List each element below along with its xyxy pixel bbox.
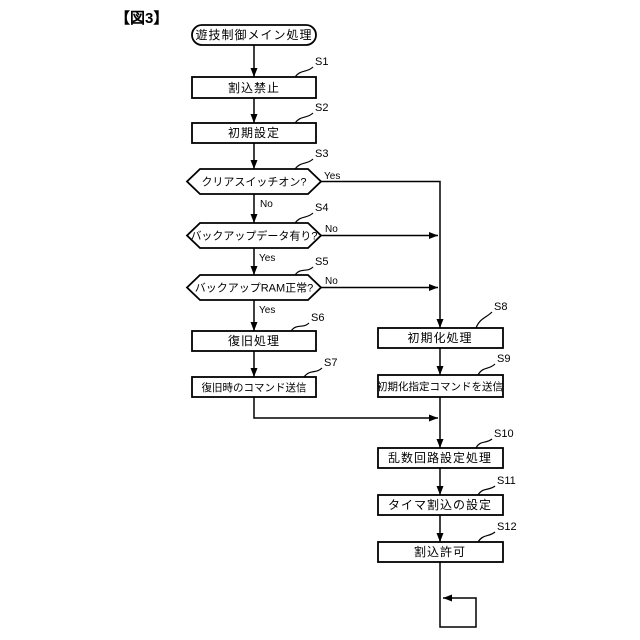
branch-label-s3-no: No [260, 199, 273, 210]
arrow-s3-yes-to-s8 [321, 180, 444, 328]
step-ref-s1: S1 [315, 56, 328, 68]
leader-s12 [477, 531, 496, 543]
leader-s7 [303, 367, 323, 378]
leader-s11 [477, 485, 496, 496]
step-ref-s6: S6 [311, 312, 324, 324]
process-box-s6 [191, 330, 317, 352]
node-s10-label: 乱数回路設定処理 [388, 450, 492, 465]
node-s12-label: 割込許可 [414, 544, 466, 559]
leader-s9 [477, 363, 496, 376]
node-s4: バックアップデータ有り? [185, 222, 323, 249]
node-s6: 復旧処理 [191, 330, 317, 352]
node-s7-label: 復旧時のコマンド送信 [202, 381, 307, 394]
node-s5: バックアップRAM正常? [185, 274, 323, 301]
process-box-s12 [377, 541, 504, 563]
process-box-s9 [377, 374, 504, 398]
step-ref-s4: S4 [315, 202, 328, 214]
node-s12: 割込許可 [377, 541, 504, 563]
loop-back-connector [439, 562, 477, 628]
step-ref-s11: S11 [497, 475, 516, 487]
leader-s4 [294, 212, 314, 224]
node-s4-label: バックアップデータ有り? [190, 229, 317, 243]
node-s8-label: 初期化処理 [407, 331, 472, 345]
node-s11-label: タイマ割込の設定 [388, 497, 492, 512]
step-ref-s12: S12 [497, 521, 517, 533]
leader-s8 [475, 311, 493, 329]
process-box-s11 [377, 494, 504, 516]
branch-label-s4-yes: Yes [259, 253, 275, 264]
leader-s6 [290, 322, 310, 332]
decision-hexagon-s3 [185, 168, 323, 195]
step-ref-s5: S5 [315, 256, 328, 268]
branch-label-s3-yes: Yes [324, 171, 340, 182]
step-ref-s8: S8 [494, 301, 507, 313]
node-s7: 復旧時のコマンド送信 [191, 376, 317, 398]
process-box-s2 [191, 122, 317, 144]
arrow-s7-to-merge [253, 397, 438, 422]
node-s1-label: 割込禁止 [228, 80, 280, 95]
branch-label-s5-no: No [325, 276, 338, 287]
node-s10: 乱数回路設定処理 [377, 447, 504, 469]
node-s8: 初期化処理 [377, 327, 504, 349]
start-terminator-shape [191, 24, 317, 46]
node-s2: 初期設定 [191, 122, 317, 144]
node-s1: 割込禁止 [191, 76, 317, 99]
node-s11: タイマ割込の設定 [377, 494, 504, 516]
node-s3-label: クリアスイッチオン? [201, 176, 306, 189]
branch-label-s4-no: No [325, 224, 338, 235]
branch-label-s5-yes: Yes [259, 305, 275, 316]
figure-title: 【図3】 [115, 9, 168, 27]
leader-s10 [475, 438, 493, 449]
step-ref-s10: S10 [494, 428, 514, 440]
node-s5-label: バックアップRAM正常? [195, 282, 314, 295]
step-ref-s9: S9 [497, 353, 510, 365]
process-box-s1 [191, 76, 317, 99]
process-box-s10 [377, 447, 504, 469]
node-s9: 初期化指定コマンドを送信 [377, 374, 504, 398]
leader-s2 [294, 112, 314, 124]
leader-s1 [294, 66, 314, 78]
step-ref-s2: S2 [315, 102, 328, 114]
node-s9-label: 初期化指定コマンドを送信 [377, 380, 503, 393]
decision-hexagon-s5 [185, 274, 323, 301]
node-s6-label: 復旧処理 [228, 333, 280, 348]
leader-s5 [294, 266, 314, 276]
node-start: 遊技制御メイン処理 [191, 24, 317, 46]
node-s3: クリアスイッチオン? [185, 168, 323, 195]
step-ref-s7: S7 [324, 357, 337, 369]
start-label: 遊技制御メイン処理 [195, 27, 312, 42]
step-ref-s3: S3 [315, 148, 328, 160]
leader-s3 [294, 158, 314, 170]
process-box-s8 [377, 327, 504, 349]
process-box-s7 [191, 376, 317, 398]
node-s2-label: 初期設定 [228, 125, 280, 140]
decision-hexagon-s4 [185, 222, 323, 249]
